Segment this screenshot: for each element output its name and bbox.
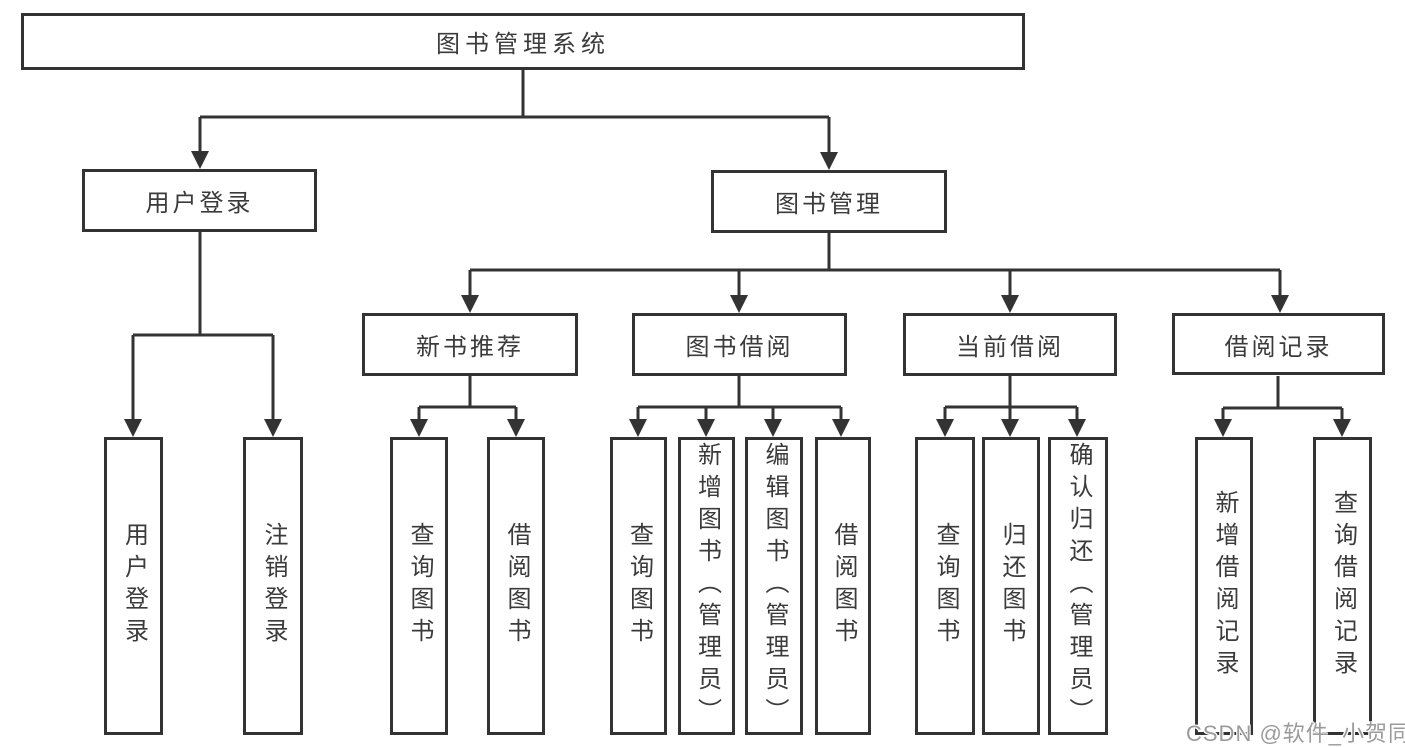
leaf-query-borrow-record: 查询借阅记录 <box>1313 437 1372 735</box>
leaf-user-login: 用户登录 <box>104 437 163 735</box>
node-book-borrowing: 图书借阅 <box>632 313 847 376</box>
leaf-confirm-return-admin: 确认归还（管理员） <box>1048 437 1108 735</box>
leaf-return-books: 归还图书 <box>982 437 1040 735</box>
leaf-borrow-books-recommendation: 借阅图书 <box>487 437 545 735</box>
node-user-login: 用户登录 <box>82 169 317 232</box>
watermark: CSDN @软件_小贺同学 <box>1186 721 1405 746</box>
leaf-query-books-current: 查询图书 <box>915 437 975 735</box>
node-borrowing-records: 借阅记录 <box>1172 313 1385 375</box>
leaf-edit-books-admin: 编辑图书（管理员） <box>745 437 803 735</box>
leaf-query-books-recommendation: 查询图书 <box>390 437 448 735</box>
node-library-management-system: 图书管理系统 <box>21 13 1025 70</box>
leaf-logout: 注销登录 <box>243 437 303 735</box>
leaf-add-books-admin: 新增图书（管理员） <box>678 437 735 735</box>
connector-lines <box>131 70 1344 421</box>
leaf-borrow-books: 借阅图书 <box>815 437 871 735</box>
leaf-add-borrow-record: 新增借阅记录 <box>1195 437 1253 735</box>
leaf-query-books-borrowing: 查询图书 <box>610 437 667 735</box>
node-book-management: 图书管理 <box>711 170 947 233</box>
node-current-borrowing: 当前借阅 <box>903 313 1117 376</box>
node-new-book-recommendation: 新书推荐 <box>362 313 578 376</box>
